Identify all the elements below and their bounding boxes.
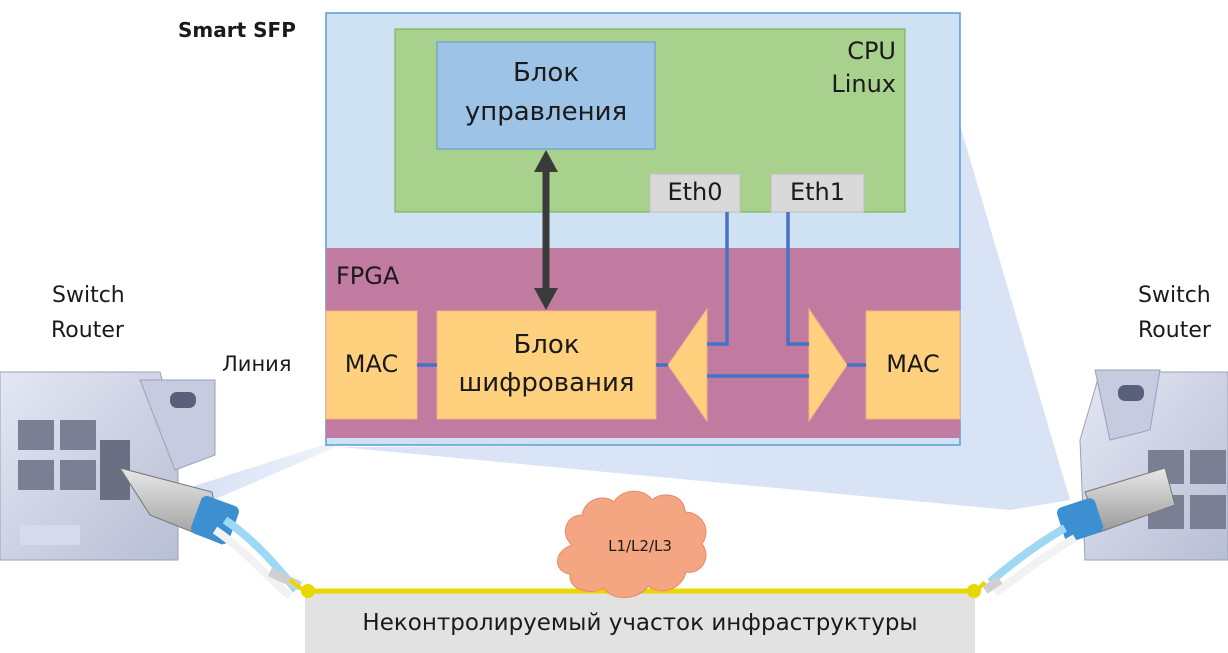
switch-left-image	[0, 371, 302, 600]
switch-right-label-line2: Router	[1138, 318, 1211, 343]
uncontrolled-zone-band	[305, 590, 975, 653]
crypto-block-label-line2: шифрования	[458, 368, 635, 398]
bottom-band-label: Неконтролируемый участок инфраструктуры	[362, 610, 918, 636]
control-block-label-line2: управления	[464, 97, 628, 127]
smart-sfp-label: Smart SFP	[178, 18, 296, 42]
eth0-label: Eth0	[667, 178, 723, 206]
cpu-label-line2: Linux	[831, 70, 896, 98]
switch-left-label-line2: Router	[51, 318, 124, 343]
switch-left-label-line1: Switch	[52, 283, 125, 308]
switch-right-label-line1: Switch	[1138, 283, 1211, 308]
cpu-label-line1: CPU	[847, 37, 896, 65]
mac-left-label: MAC	[344, 350, 399, 378]
mac-right-label: MAC	[886, 350, 940, 378]
projection-beam-right	[340, 125, 1070, 510]
control-block-label-line1: Блок	[512, 58, 580, 88]
cloud-label: L1/L2/L3	[608, 537, 672, 555]
crypto-block-label-line1: Блок	[513, 330, 580, 360]
eth0-port	[649, 173, 741, 213]
line-label: Линия	[222, 352, 292, 376]
network-cloud	[557, 490, 707, 598]
control-block	[436, 41, 656, 150]
mac-left-block	[325, 310, 418, 420]
eth1-port	[770, 173, 865, 213]
eth1-label: Eth1	[789, 178, 846, 206]
data-lines	[417, 212, 866, 378]
mux-triangle-right	[808, 307, 848, 423]
control-arrow	[534, 150, 558, 310]
crypto-block	[436, 310, 657, 420]
mux-triangle-left	[667, 307, 708, 423]
switch-right-image	[982, 369, 1228, 597]
fpga-label: FPGA	[336, 262, 400, 290]
